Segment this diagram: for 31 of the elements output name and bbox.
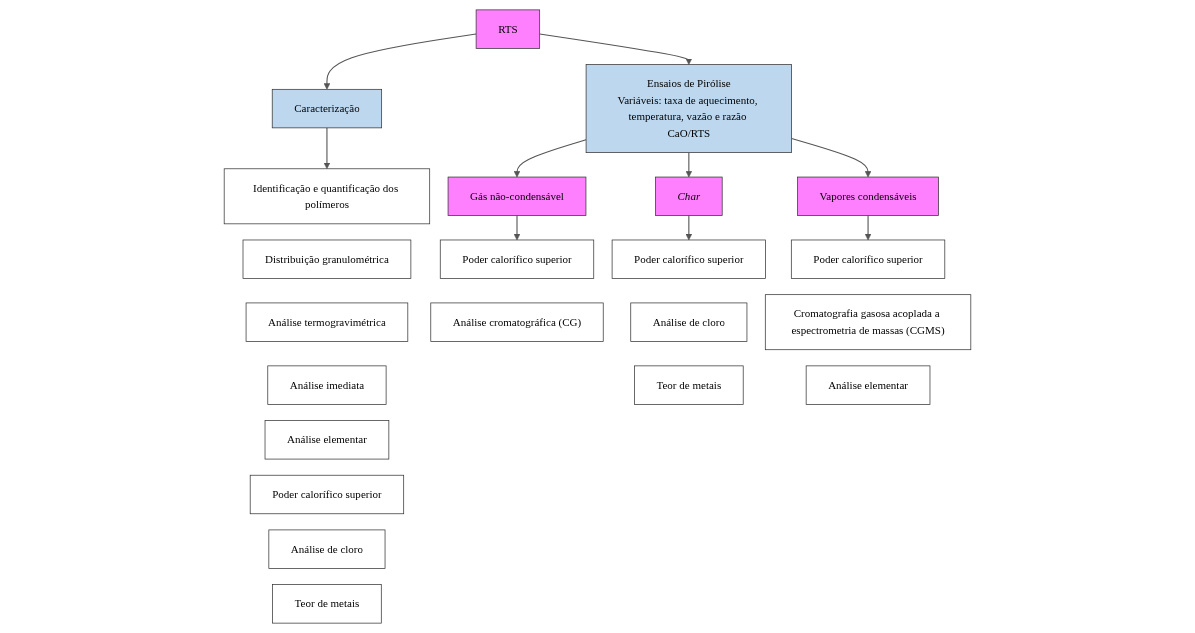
node-box: Análise de cloro <box>268 529 386 569</box>
node-box: Caracterização <box>271 88 383 129</box>
node-box: Identificação e quantificação dos polímeros <box>223 168 431 225</box>
node-box: Teor de metais <box>272 584 382 624</box>
node-box: Gás não-condensável <box>447 176 587 216</box>
node-box: Análise cromatográfica (CG) <box>430 302 604 342</box>
node-box: Teor de metais <box>634 365 744 405</box>
node-box: Poder calorífico superior <box>611 239 766 279</box>
node-box: Char <box>655 176 723 216</box>
node-box: Vapores condensáveis <box>797 176 939 216</box>
node-box: Análise de cloro <box>630 302 748 342</box>
arrow <box>685 152 693 178</box>
node-box: RTS <box>475 9 541 49</box>
node-box: Análise termogravimétrica <box>245 302 409 342</box>
arrow <box>513 139 587 178</box>
node-box: Poder calorífico superior <box>249 474 405 515</box>
arrow <box>323 33 477 90</box>
node-box: Análise elementar <box>805 365 931 405</box>
node-box: Cromatografia gasosa acoplada a espectrometria de massas (CGMS) <box>764 294 972 351</box>
node-box: Análise imediata <box>267 365 387 405</box>
arrow <box>791 137 872 178</box>
arrow <box>323 127 331 170</box>
node-box: Ensaios de Pirólise Variáveis: taxa de aquecimento, temperatura, vazão e razão CaO/RTS <box>585 64 792 153</box>
node-box: Distribuição granulométrica <box>242 239 412 279</box>
arrow <box>864 215 872 241</box>
arrow <box>685 215 693 241</box>
node-box: Análise elementar <box>264 420 390 460</box>
arrow <box>539 33 693 65</box>
node-box: Poder calorífico superior <box>439 239 595 279</box>
node-box: Poder calorífico superior <box>790 239 946 279</box>
arrow <box>513 215 521 241</box>
